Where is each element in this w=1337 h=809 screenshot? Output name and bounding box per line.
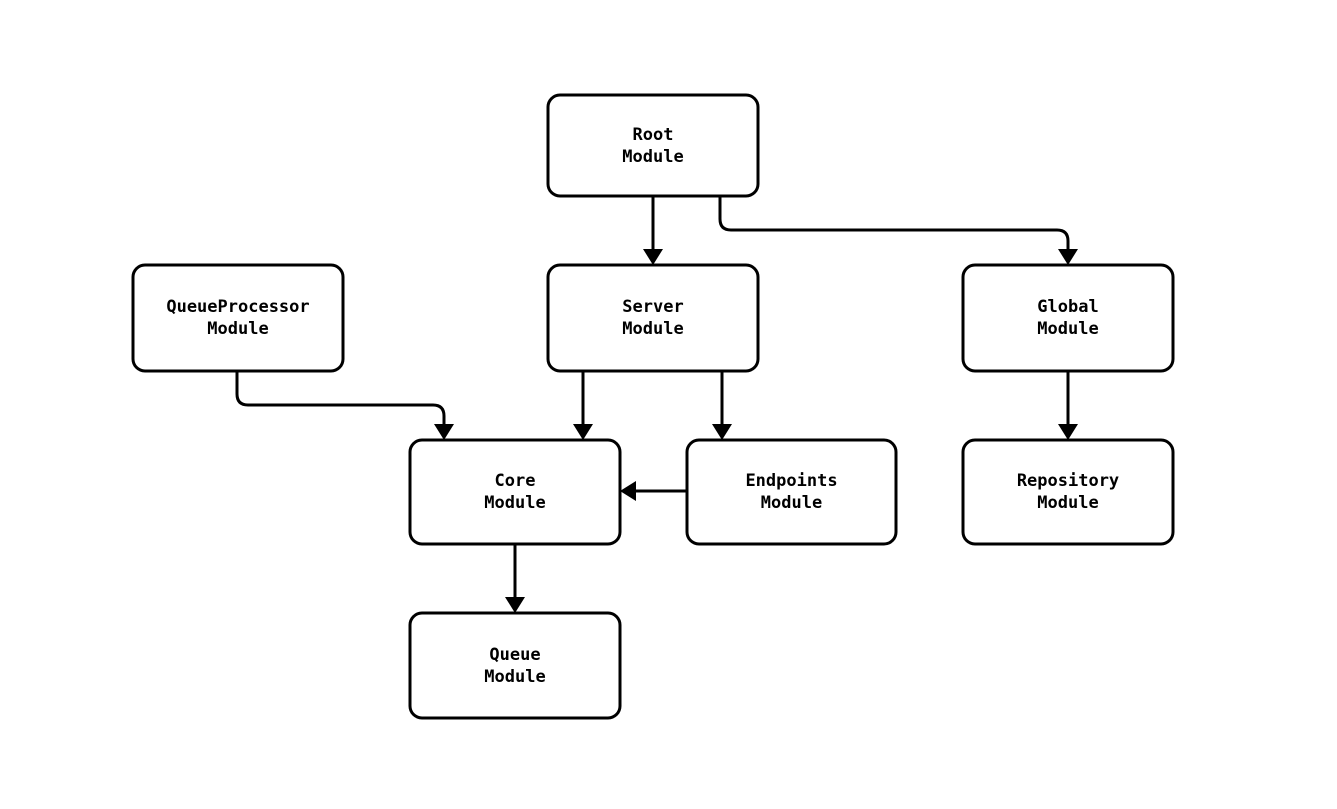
arrowhead-global-to-repository [1058, 424, 1078, 440]
node-box-queueprocessor[interactable] [131, 263, 345, 373]
node-box-repository[interactable] [961, 438, 1175, 546]
node-box-global[interactable] [961, 263, 1175, 373]
arrowhead-server-to-core [573, 424, 593, 440]
arrowhead-server-to-endpoints [712, 424, 732, 440]
node-box-queue[interactable] [408, 611, 622, 720]
arrowhead-root-to-global [1058, 249, 1078, 265]
nodes-layer [131, 93, 1175, 720]
arrowhead-endpoints-to-core [620, 481, 636, 501]
edge-root-to-global [718, 196, 1070, 257]
node-box-root[interactable] [546, 93, 760, 198]
node-box-endpoints[interactable] [685, 438, 898, 546]
arrowhead-root-to-server [643, 249, 663, 265]
arrowhead-core-to-queue [505, 597, 525, 613]
arrowhead-queueprocessor-to-core [434, 424, 454, 440]
node-box-server[interactable] [546, 263, 760, 373]
edges-layer [235, 196, 1078, 613]
edge-queueprocessor-to-core [235, 371, 446, 432]
node-box-core[interactable] [408, 438, 622, 546]
